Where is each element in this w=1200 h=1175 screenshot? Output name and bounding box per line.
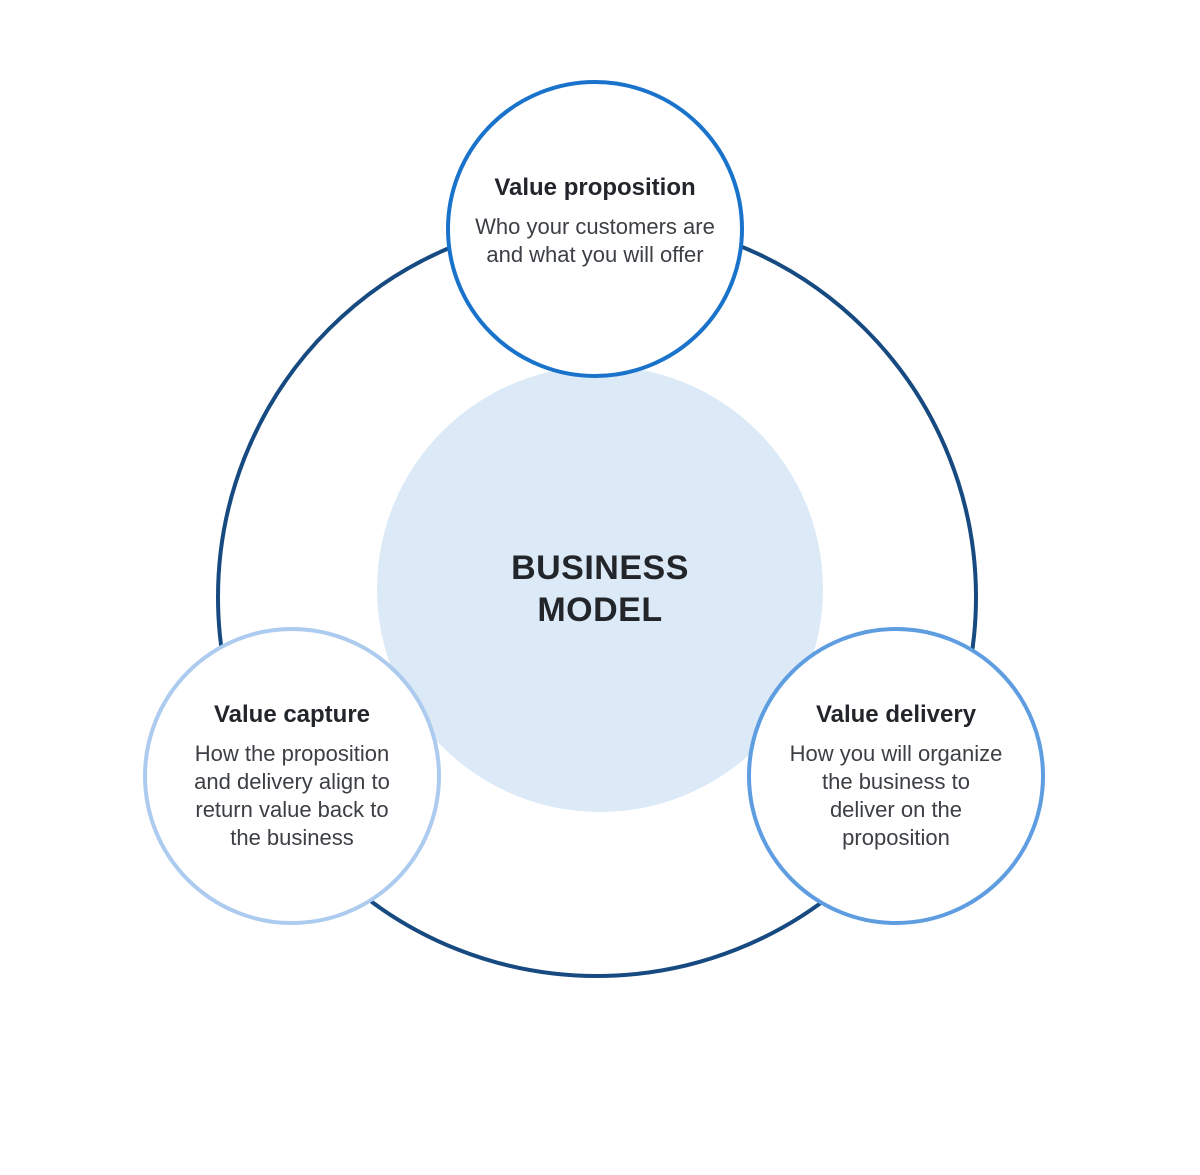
node-value-proposition: Value proposition Who your customers are…: [446, 80, 744, 378]
center-title: BUSINESS MODEL: [511, 549, 689, 629]
center-circle: BUSINESS MODEL: [377, 366, 823, 812]
node-value-proposition-description: Who your customers are and what you will…: [475, 214, 715, 267]
node-value-delivery-title: Value delivery: [815, 701, 977, 728]
node-value-capture: Value capture How the proposition and de…: [143, 627, 441, 925]
node-value-proposition-title: Value proposition: [494, 174, 696, 201]
node-value-delivery-description: How you will organize the business to de…: [789, 741, 1003, 850]
node-value-delivery: Value delivery How you will organize the…: [747, 627, 1045, 925]
node-value-capture-title: Value capture: [213, 701, 371, 728]
node-value-capture-description: How the proposition and delivery align t…: [194, 741, 390, 850]
